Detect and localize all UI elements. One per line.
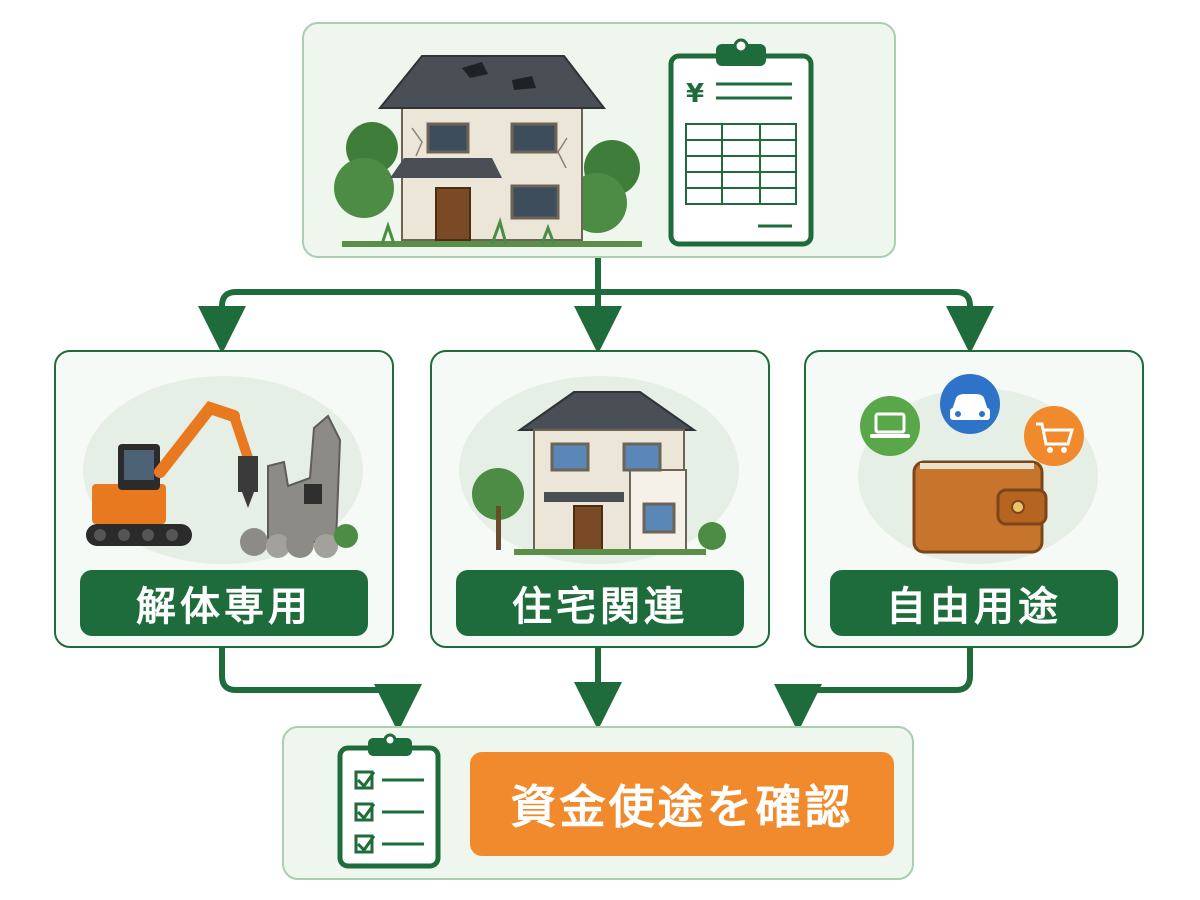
yen-symbol: ¥ [686, 79, 704, 109]
car-icon [940, 374, 1000, 434]
category-housing-label: 住宅関連 [456, 570, 744, 636]
category-demolition-card: 解体専用 [54, 350, 394, 648]
old-house-icon [334, 55, 642, 247]
laptop-icon [860, 396, 920, 456]
arrow-to-demolition [198, 289, 601, 354]
category-free-card: 自由用途 [804, 350, 1144, 648]
category-free-label: 自由用途 [830, 570, 1118, 636]
estimate-clipboard-icon: ¥ [668, 38, 814, 247]
checklist-icon [337, 733, 441, 869]
ruined-building-icon [240, 414, 358, 558]
arrow-to-free [595, 289, 994, 354]
arrow-free-to-result [774, 645, 973, 732]
category-demolition-label: 解体専用 [80, 570, 368, 636]
confirm-fund-usage-label: 資金使途を確認 [470, 752, 894, 856]
excavator-icon [86, 400, 258, 546]
free-use-illustration [858, 374, 1098, 564]
new-house-icon [459, 376, 739, 564]
shopping-cart-icon [1024, 406, 1084, 466]
category-housing-card: 住宅関連 [430, 350, 770, 648]
arrow-demolition-to-result [219, 645, 422, 732]
wallet-icon [912, 460, 1048, 554]
property-estimate-panel: ¥ [302, 22, 896, 258]
demolition-illustration [83, 376, 363, 564]
